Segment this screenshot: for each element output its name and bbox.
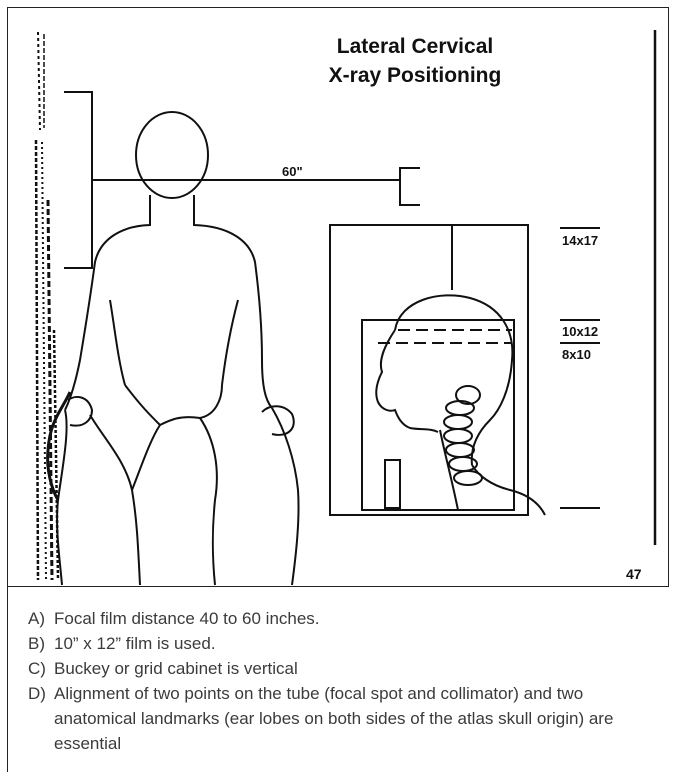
title-line-2: X-ray Positioning xyxy=(290,61,540,90)
note-item: A)Focal film distance 40 to 60 inches. xyxy=(28,606,648,631)
distance-label: 60" xyxy=(282,164,303,179)
page-number: 47 xyxy=(626,566,642,582)
note-letter: C) xyxy=(28,656,54,681)
note-text: Alignment of two points on the tube (foc… xyxy=(54,681,648,756)
title-line-1: Lateral Cervical xyxy=(290,32,540,61)
diagram-title: Lateral Cervical X-ray Positioning xyxy=(290,32,540,90)
ruler-strip xyxy=(36,32,58,580)
film-label-14x17: 14x17 xyxy=(562,233,598,248)
note-text: Focal film distance 40 to 60 inches. xyxy=(54,606,648,631)
film-label-8x10: 8x10 xyxy=(562,347,591,362)
distance-bracket xyxy=(64,92,390,268)
note-letter: D) xyxy=(28,681,54,756)
note-item: D)Alignment of two points on the tube (f… xyxy=(28,681,648,756)
note-text: 10” x 12” film is used. xyxy=(54,631,648,656)
tube-collimator xyxy=(390,168,420,205)
patient-head-lateral xyxy=(376,295,545,515)
note-letter: B) xyxy=(28,631,54,656)
note-item: C)Buckey or grid cabinet is vertical xyxy=(28,656,648,681)
note-text: Buckey or grid cabinet is vertical xyxy=(54,656,648,681)
film-label-10x12: 10x12 xyxy=(562,324,598,339)
seated-patient xyxy=(48,112,299,585)
note-letter: A) xyxy=(28,606,54,631)
notes-list: A)Focal film distance 40 to 60 inches. B… xyxy=(28,606,648,756)
note-item: B)10” x 12” film is used. xyxy=(28,631,648,656)
